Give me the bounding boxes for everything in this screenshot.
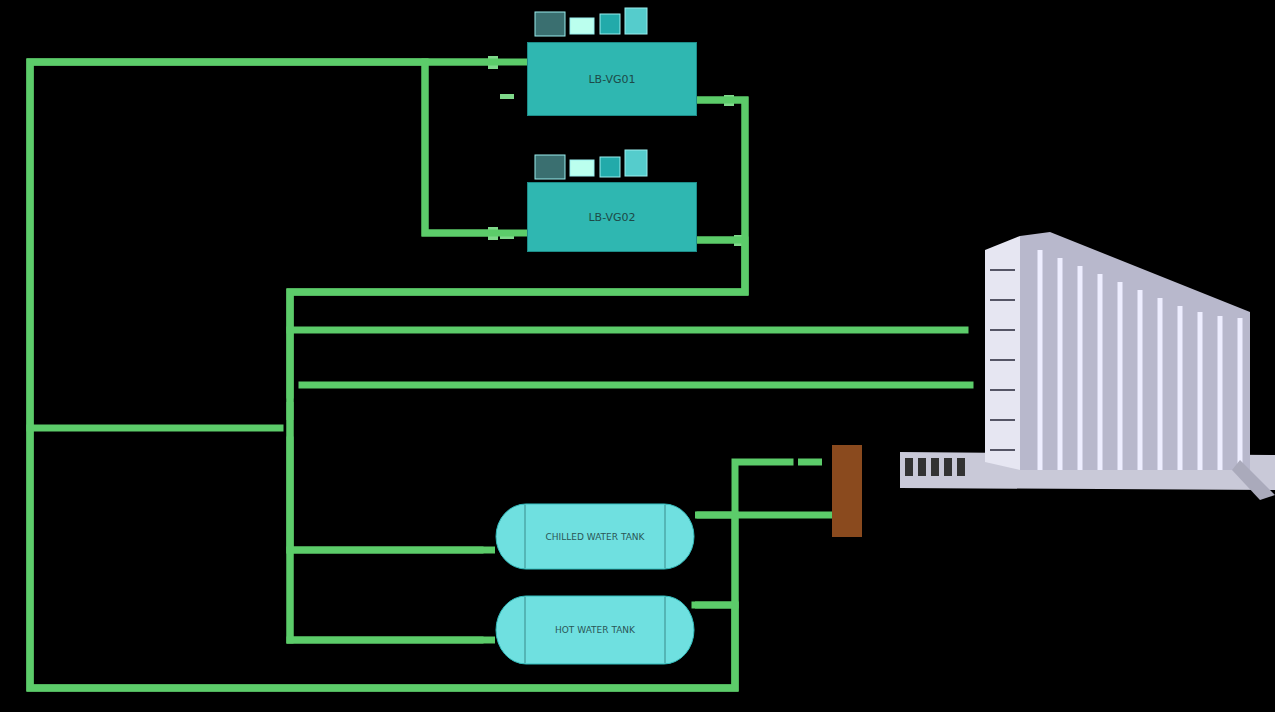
storage-tank: CHILLED WATER TANK bbox=[495, 503, 695, 570]
chiller-unit: LB-VG02 bbox=[527, 182, 697, 252]
building bbox=[900, 232, 1275, 500]
node-label: LB-VG01 bbox=[588, 73, 635, 86]
storage-tank: HOT WATER TANK bbox=[495, 595, 695, 665]
pipe-connector bbox=[30, 62, 735, 688]
pipe-stub bbox=[798, 459, 822, 466]
node-label: CHILLED WATER TANK bbox=[546, 532, 645, 542]
pipe-connector bbox=[290, 100, 745, 550]
node-label: HOT WATER TANK bbox=[555, 625, 635, 635]
pipe-connector bbox=[290, 240, 745, 640]
heat-exchanger bbox=[832, 445, 862, 537]
pipes bbox=[30, 62, 970, 688]
node-label: LB-VG02 bbox=[588, 211, 635, 224]
pipe-connector bbox=[30, 62, 735, 688]
chiller-unit: LB-VG01 bbox=[527, 42, 697, 116]
